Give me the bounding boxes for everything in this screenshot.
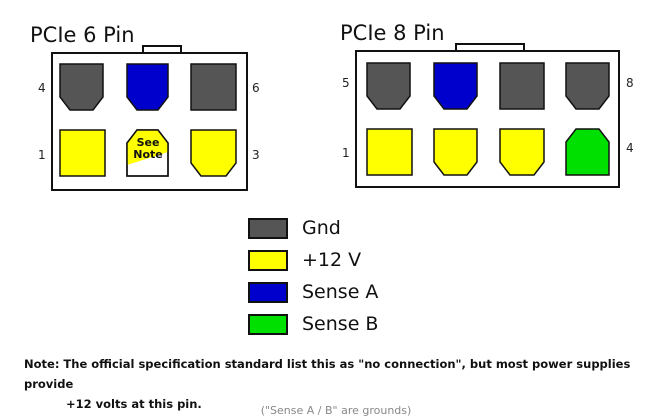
pin-6p-4 <box>59 63 104 111</box>
six-pin-label-top-right: 6 <box>252 81 260 95</box>
six-pin-title: PCIe 6 Pin <box>30 23 135 47</box>
six-pin-connector: PCIe 6 Pin See Note 4 6 1 3 <box>30 23 260 191</box>
pin-8p-6 <box>433 62 478 110</box>
six-pin-label-bottom-right: 3 <box>252 148 260 162</box>
pin-8p-5 <box>366 62 411 110</box>
legend-item-gnd: Gnd <box>248 212 378 244</box>
eight-pin-label-bottom-left: 1 <box>342 146 350 160</box>
caption: ("Sense A / B" are grounds) <box>260 404 412 417</box>
legend-item-sense-b: Sense B <box>248 308 378 340</box>
pin-8p-1 <box>366 128 413 176</box>
footnote-line1: Note: The official specification standar… <box>24 357 631 391</box>
eight-pin-label-top-right: 8 <box>626 76 634 90</box>
pin-8p-2 <box>433 128 478 176</box>
pin-6p-6 <box>190 63 237 111</box>
legend-item-sense-a: Sense A <box>248 276 378 308</box>
pin-6p-2: See Note <box>126 129 169 177</box>
eight-pin-connector: PCIe 8 Pin 5 8 1 4 <box>340 21 634 188</box>
six-pin-label-bottom-left: 1 <box>38 148 46 162</box>
pin-6p-1 <box>59 129 106 177</box>
pin-8p-7 <box>499 62 545 110</box>
pin-6p-5 <box>126 63 169 111</box>
pin-8p-4 <box>565 128 610 176</box>
legend-label-sense-a: Sense A <box>302 281 379 303</box>
pin-6p-3 <box>190 129 237 177</box>
see-note-mark-line1: See <box>137 136 160 149</box>
legend-swatch-sense-a <box>248 281 288 303</box>
legend: Gnd +12 V Sense A Sense B <box>248 212 378 340</box>
legend-label-sense-b: Sense B <box>302 313 379 335</box>
pin-8p-3 <box>499 128 545 176</box>
footnote-line2: +12 volts at this pin. <box>66 397 202 411</box>
eight-pin-title: PCIe 8 Pin <box>340 21 445 45</box>
legend-label-12v: +12 V <box>302 249 362 271</box>
legend-swatch-gnd <box>248 217 288 239</box>
legend-swatch-sense-b <box>248 313 288 335</box>
pin-8p-8 <box>565 62 610 110</box>
eight-pin-label-bottom-right: 4 <box>626 141 634 155</box>
footnote: Note: The official specification standar… <box>24 354 664 414</box>
see-note-mark-line2: Note <box>133 148 162 161</box>
six-pin-label-top-left: 4 <box>38 81 46 95</box>
legend-item-12v: +12 V <box>248 244 378 276</box>
legend-swatch-12v <box>248 249 288 271</box>
eight-pin-label-top-left: 5 <box>342 76 350 90</box>
legend-label-gnd: Gnd <box>302 217 341 239</box>
